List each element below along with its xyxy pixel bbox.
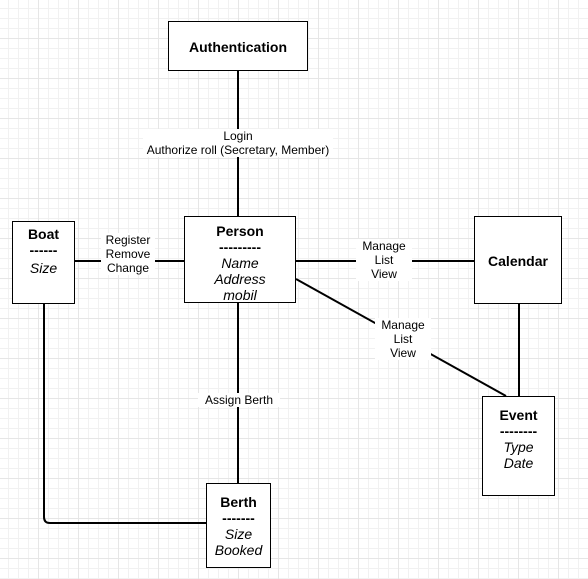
node-boat-title: Boat — [27, 226, 60, 242]
edge-label-manage: Manage — [381, 318, 425, 332]
node-boat-attr-size: Size — [29, 260, 58, 276]
node-person-attr-address: Address — [214, 271, 266, 287]
node-berth[interactable]: Berth ------- Size Booked — [206, 483, 271, 568]
edge-label-list: List — [374, 253, 394, 267]
edge-label-list: List — [393, 332, 413, 346]
node-person-title: Person — [216, 223, 264, 239]
node-person-separator: --------- — [219, 239, 261, 255]
edge-label-person-event: Manage List View — [375, 318, 431, 360]
edge-label-view: View — [371, 267, 397, 281]
edge-label-change: Change — [106, 261, 150, 275]
node-event-attr-date: Date — [503, 455, 534, 471]
node-person[interactable]: Person --------- Name Address mobil — [184, 216, 296, 303]
node-berth-separator: ------- — [222, 510, 255, 526]
edge-label-authorize-roll: Authorize roll (Secretary, Member) — [146, 143, 330, 157]
node-authentication-title: Authentication — [189, 39, 287, 55]
edge-label-manage: Manage — [362, 239, 406, 253]
node-authentication[interactable]: Authentication — [168, 21, 308, 71]
node-event-title: Event — [499, 407, 538, 423]
node-calendar[interactable]: Calendar — [474, 216, 562, 304]
edge-label-person-calendar: Manage List View — [356, 239, 412, 281]
edge-label-remove: Remove — [105, 247, 151, 261]
edge-label-register: Register — [105, 233, 151, 247]
node-berth-attr-booked: Booked — [214, 542, 263, 558]
node-event-separator: -------- — [499, 423, 538, 439]
edge-label-assign-berth: Assign Berth — [204, 393, 274, 407]
node-boat[interactable]: Boat ------ Size — [12, 221, 75, 304]
edge-label-boat-person: Register Remove Change — [101, 233, 155, 275]
node-berth-title: Berth — [220, 494, 257, 510]
node-person-attr-name: Name — [221, 255, 259, 271]
edge-boat-berth — [43, 304, 206, 524]
node-person-attr-mobil: mobil — [223, 287, 257, 303]
edge-label-authentication-person: Login Authorize roll (Secretary, Member) — [143, 129, 333, 157]
edge-label-person-berth: Assign Berth — [198, 393, 280, 407]
node-berth-attr-size: Size — [224, 526, 253, 542]
edge-label-login: Login — [223, 129, 253, 143]
node-boat-separator: ------ — [29, 242, 58, 258]
node-calendar-title: Calendar — [488, 253, 548, 269]
node-event-attr-type: Type — [503, 439, 534, 455]
node-event[interactable]: Event -------- Type Date — [482, 396, 555, 496]
edge-label-view: View — [390, 346, 416, 360]
